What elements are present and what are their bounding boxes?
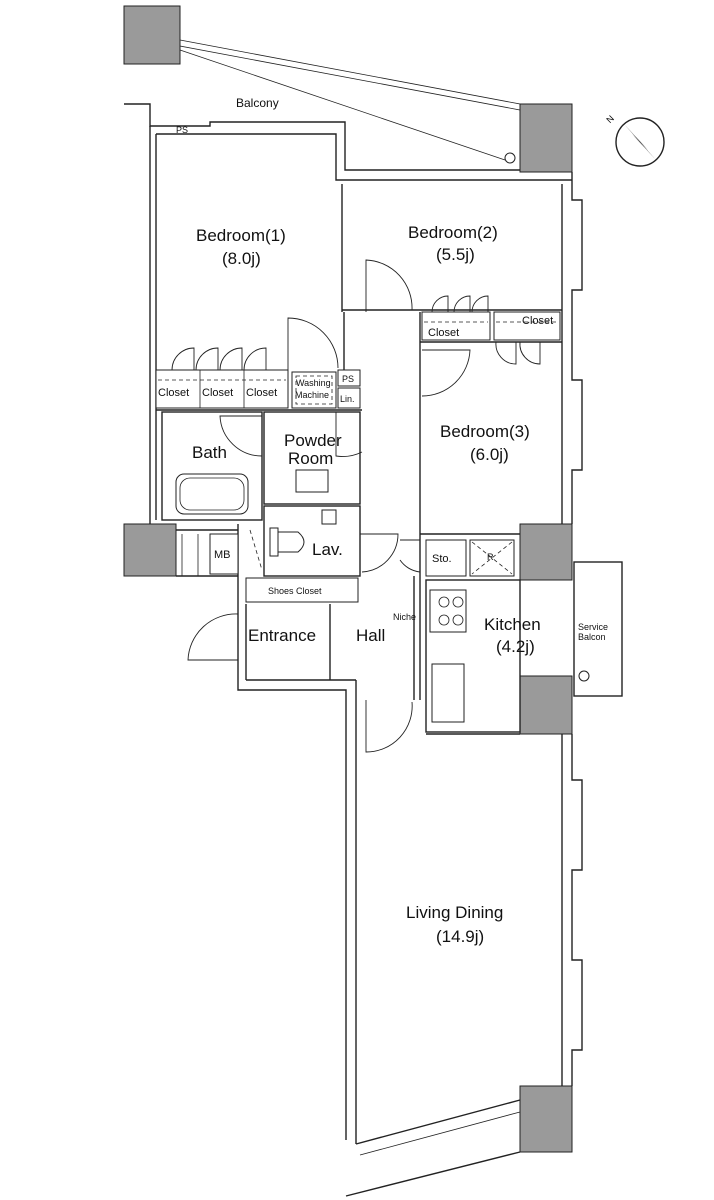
column-top-left (123, 5, 181, 65)
column-kitchen-top (519, 523, 573, 581)
column-kitchen-bottom (519, 675, 573, 735)
door-bedroom2 (365, 259, 413, 312)
washing-machine-box (291, 371, 337, 409)
door-powder (335, 412, 363, 457)
door-bath (219, 415, 263, 457)
shoes-closet (245, 577, 359, 603)
label-closet-1: Closet (158, 387, 189, 399)
closet-bedroom2-a (421, 311, 491, 341)
label-balcony: Balcony (236, 96, 279, 110)
label-service-line1: Service (578, 622, 608, 632)
label-bedroom2-name: Bedroom(2) (408, 223, 498, 242)
label-bedroom1-size: (8.0j) (222, 249, 261, 268)
door-living (365, 700, 413, 753)
outer-wall-right-lower (571, 734, 583, 1086)
toilet-tank (269, 527, 279, 557)
label-bedroom3-size: (6.0j) (470, 445, 509, 464)
label-powder-line1: Powder (284, 431, 342, 450)
label-service-line2: Balcon (578, 632, 606, 642)
label-bath: Bath (192, 443, 227, 462)
label-entrance: Entrance (248, 626, 316, 645)
label-bedroom1-name: Bedroom(1) (196, 226, 286, 245)
compass-icon (615, 117, 665, 167)
label-closet-3: Closet (246, 387, 277, 399)
bedroom1-top (156, 133, 572, 181)
label-sto: Sto. (432, 553, 452, 565)
service-balcony (573, 561, 623, 697)
balcony-drain-icon (504, 152, 516, 164)
powder-block (263, 411, 361, 505)
label-living-size: (14.9j) (436, 927, 484, 946)
label-bedroom3-name: Bedroom(3) (440, 422, 530, 441)
label-washing-1: Washing (296, 378, 331, 388)
lav-sink (321, 509, 337, 525)
label-niche: Niche (393, 612, 416, 622)
outer-wall-right (571, 172, 583, 524)
sto-box (425, 539, 467, 577)
label-kitchen-size: (4.2j) (496, 637, 535, 656)
bath-block (161, 411, 263, 521)
kitchen-room (425, 579, 521, 733)
closet-bedroom2-b (493, 311, 561, 341)
toilet-icon (277, 531, 305, 553)
label-lav: Lav. (312, 540, 343, 559)
kitchen-sink (431, 663, 465, 723)
label-closet-4: Closet (428, 327, 459, 339)
label-ps-2: PS (342, 374, 354, 384)
service-drain-icon (578, 670, 590, 682)
bathtub (175, 473, 249, 515)
vanity (295, 469, 329, 493)
door-lav (360, 533, 399, 573)
label-refrigerator: R (487, 552, 494, 562)
label-bedroom2-size: (5.5j) (436, 245, 475, 264)
compass-north-label: N (604, 113, 616, 125)
entrance-walls (237, 524, 347, 1140)
balcony-rail-2 (179, 49, 506, 161)
label-ps-1: PS (176, 125, 188, 135)
label-washing-2: Machine (295, 390, 329, 400)
outer-wall-left (124, 103, 520, 171)
label-shoes-closet: Shoes Closet (268, 586, 322, 596)
label-closet-2: Closet (202, 387, 233, 399)
cooktop (429, 589, 467, 633)
door-bedroom3 (421, 349, 471, 397)
balcony-rail (179, 39, 521, 111)
column-mid-left (123, 523, 177, 577)
lin-box (337, 387, 361, 409)
lav-room (263, 505, 361, 577)
ps-box-2 (337, 369, 361, 387)
mb-box (209, 533, 239, 575)
label-closet-5: Closet (522, 315, 553, 327)
label-hall: Hall (356, 626, 385, 645)
door-sto (399, 539, 421, 573)
column-bottom-right (519, 1085, 573, 1153)
label-living-name: Living Dining (406, 903, 503, 922)
door-bedroom1 (287, 317, 339, 370)
living-bottom-window-2 (345, 1151, 521, 1197)
label-powder-line2: Room (288, 449, 333, 468)
column-top-right (519, 103, 573, 173)
living-bottom-window (355, 1099, 521, 1145)
closet-row-bedroom1 (155, 369, 289, 409)
label-kitchen-name: Kitchen (484, 615, 541, 634)
label-lin: Lin. (340, 394, 355, 404)
label-mb: MB (214, 549, 231, 561)
door-entrance (187, 613, 239, 661)
